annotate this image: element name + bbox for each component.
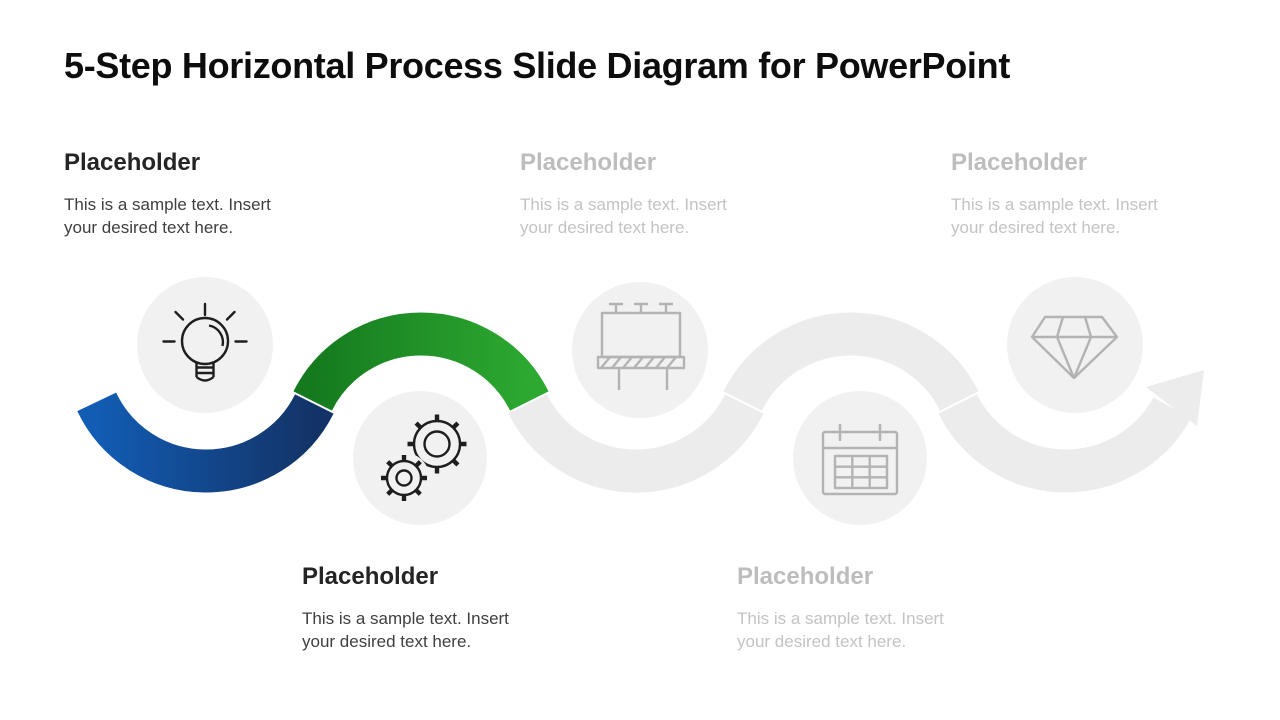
step-5-title: Placeholder [951, 149, 1088, 176]
step-3-icon-circle [572, 282, 708, 418]
calendar-icon [821, 424, 899, 496]
diamond-icon [1030, 315, 1119, 380]
step-4-title: Placeholder [737, 563, 874, 590]
step-4-text-block: Placeholder This is a sample text. Inser… [737, 564, 987, 653]
step-2-text-block: Placeholder This is a sample text. Inser… [302, 564, 552, 653]
process-arc-step-2 [293, 312, 549, 412]
step-1-icon-circle [137, 277, 273, 413]
page-title: 5-Step Horizontal Process Slide Diagram … [64, 45, 1011, 86]
step-5-text-block: Placeholder This is a sample text. Inser… [951, 150, 1201, 239]
process-arc-step-4 [723, 312, 979, 412]
step-4-icon-circle [793, 391, 927, 525]
step-3-text-block: Placeholder This is a sample text. Inser… [520, 150, 770, 239]
step-5-icon-circle [1007, 277, 1143, 413]
step-1-description: This is a sample text. Insert your desir… [64, 195, 271, 237]
step-1-title: Placeholder [64, 149, 201, 176]
step-3-title: Placeholder [520, 149, 657, 176]
lightbulb-icon [162, 302, 248, 382]
step-1-text-block: Placeholder This is a sample text. Inser… [64, 150, 314, 239]
process-arc-step-5 [938, 393, 1192, 493]
arrow-head-icon [1146, 370, 1204, 426]
process-arc-step-3 [508, 393, 764, 493]
step-3-description: This is a sample text. Insert your desir… [520, 195, 727, 237]
step-2-description: This is a sample text. Insert your desir… [302, 609, 509, 651]
step-5-description: This is a sample text. Insert your desir… [951, 195, 1158, 237]
step-4-description: This is a sample text. Insert your desir… [737, 609, 944, 651]
step-2-title: Placeholder [302, 563, 439, 590]
billboard-icon [596, 302, 686, 390]
process-arc-step-1 [77, 392, 334, 493]
gears-icon [378, 414, 467, 504]
